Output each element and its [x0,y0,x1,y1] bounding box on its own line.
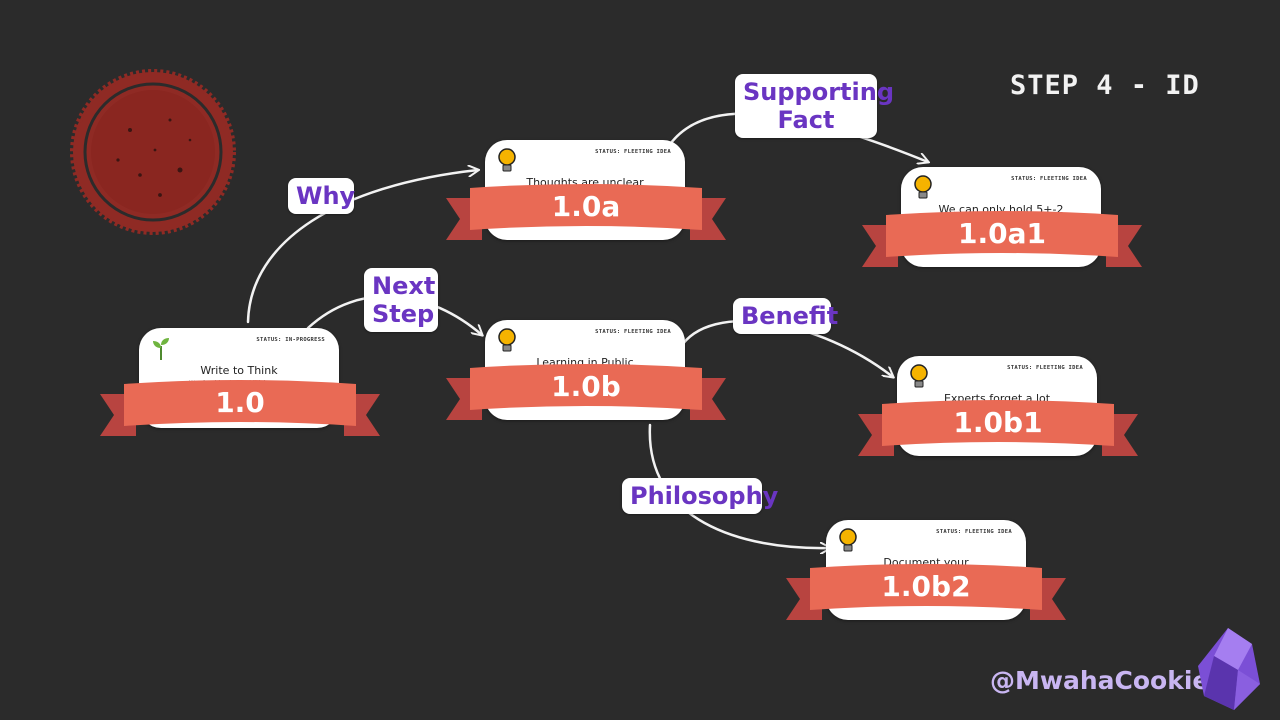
node-title: Write to Think [200,364,278,377]
grunge-seal-icon [70,69,236,235]
lightbulb-icon [839,528,857,552]
lightbulb-icon [914,175,932,199]
node-id: 1.0b1 [953,406,1043,439]
edge-label-why: Why [288,178,355,214]
edge-philosophy [648,423,830,548]
id-ribbon-1-0a1: 1.0a1 [862,211,1142,271]
id-ribbon-1-0a: 1.0a [446,184,726,244]
lightbulb-icon [498,328,516,352]
node-id: 1.0b [551,370,621,403]
node-id: 1.0a [551,190,621,223]
lightbulb-icon [498,148,516,172]
sprout-icon [153,338,169,360]
node-id: 1.0 [215,386,265,419]
status-text: STATUS: FLEETING IDEA [595,329,671,335]
node-id: 1.0a1 [958,217,1046,250]
edge-label-philosophy: Philosophy [622,478,778,514]
status-text: STATUS: IN-PROGRESS [256,337,325,343]
step-label: STEP 4 - ID [1010,70,1200,101]
id-ribbon-1-0b: 1.0b [446,364,726,424]
status-text: STATUS: FLEETING IDEA [936,529,1012,535]
obsidian-logo-icon [1198,628,1260,710]
author-handle: @MwahaCookie [990,666,1210,695]
status-text: STATUS: FLEETING IDEA [1007,365,1083,371]
edge-label-next-step: Next Step [364,268,438,332]
id-ribbon-1-0b2: 1.0b2 [786,564,1066,624]
status-text: STATUS: FLEETING IDEA [595,149,671,155]
edge-why [246,170,478,324]
edge-label-supporting-fact: Supporting Fact [735,74,894,138]
edge-label-benefit: Benefit [733,298,838,334]
id-ribbon-1-0b1: 1.0b1 [858,400,1138,460]
lightbulb-icon [910,364,928,388]
status-text: STATUS: FLEETING IDEA [1011,176,1087,182]
node-id: 1.0b2 [881,570,971,603]
id-ribbon-1-0: 1.0 [100,380,380,440]
